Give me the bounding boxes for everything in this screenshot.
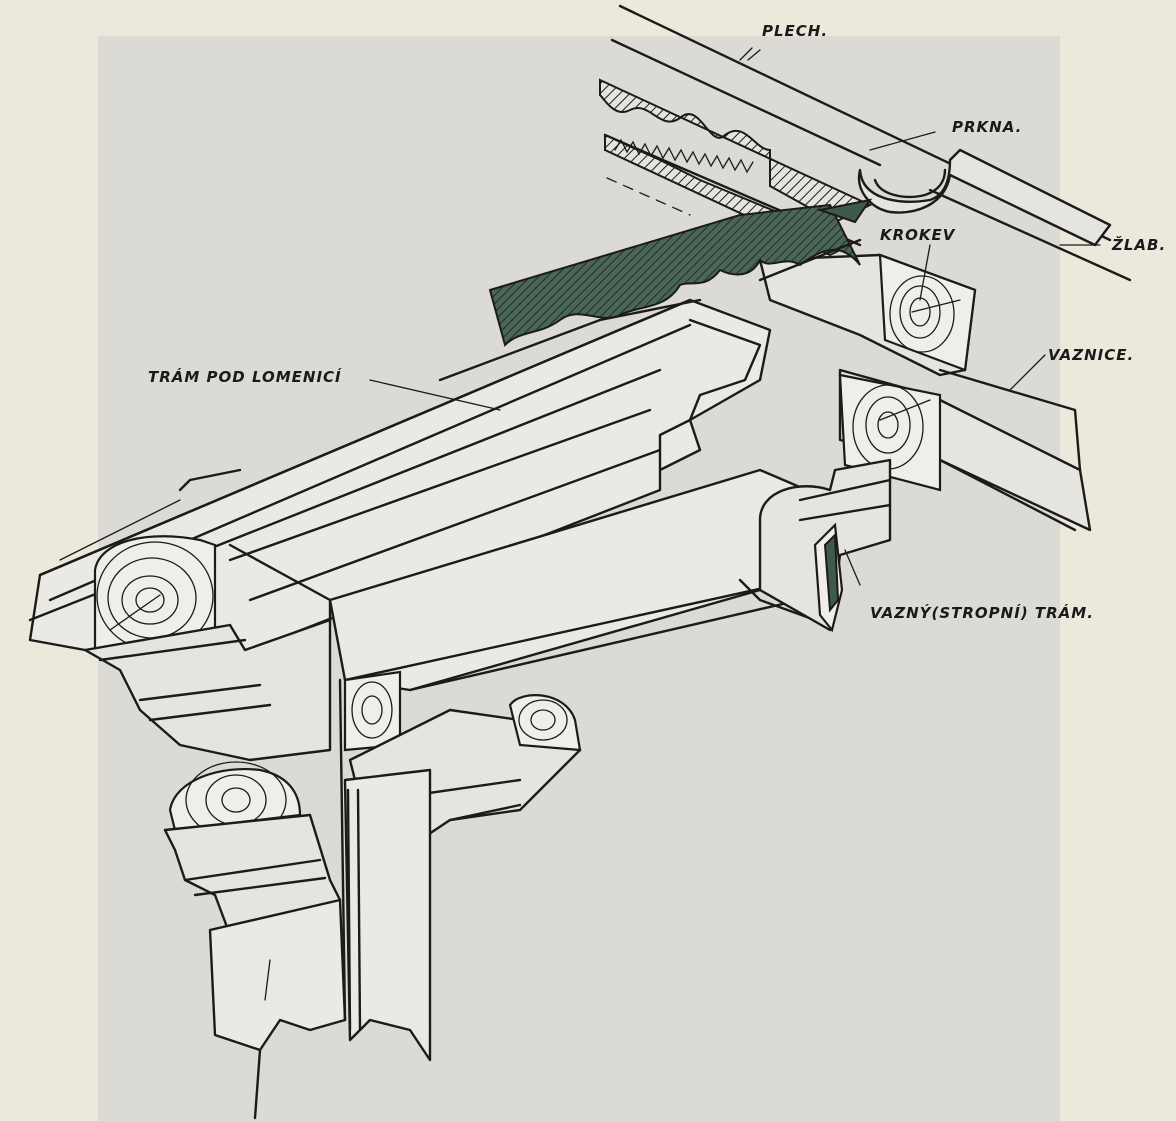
label-zlab: ŽLAB. — [1111, 235, 1166, 254]
rafter-krokev — [758, 253, 977, 377]
carved-green-section — [488, 198, 873, 347]
tie-beam-end — [758, 458, 892, 633]
purlin-vaznice — [838, 368, 1092, 532]
post — [208, 678, 432, 1120]
leader-lines — [369, 47, 1101, 586]
label-tram-pod-lomenici: TRÁM POD LOMENICÍ — [148, 367, 342, 386]
label-prkna: PRKNA. — [952, 118, 1022, 136]
label-vazny-tram: VAZNÝ(STROPNÍ) TRÁM. — [870, 603, 1094, 622]
corbel-left — [83, 543, 332, 762]
label-plech: PLECH. — [762, 22, 828, 40]
label-vaznice: VAZNICE. — [1048, 346, 1134, 364]
label-krokev: KROKEV — [880, 226, 956, 244]
post-corbel — [163, 761, 342, 937]
gutter — [857, 148, 1112, 247]
